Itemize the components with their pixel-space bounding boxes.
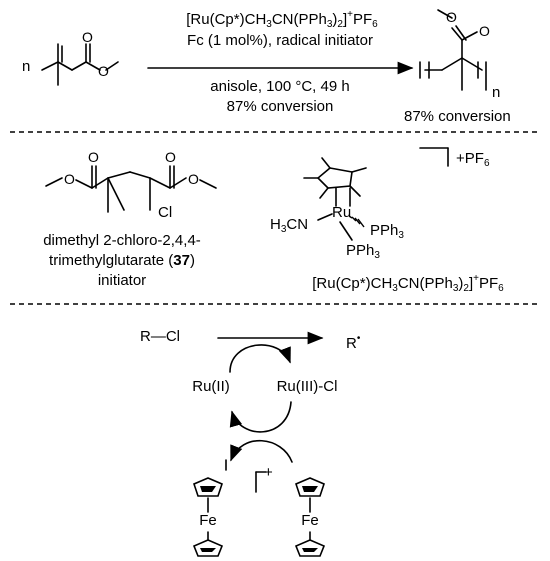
polymer-n-label: n: [492, 84, 501, 101]
ferrocene-structure: [294, 477, 326, 557]
pph3-ligand-b: PPh3: [346, 242, 380, 261]
ferrocenium-structure: [192, 477, 224, 557]
initiator-name-line2: trimethylglutarate (37): [49, 252, 195, 269]
radical-label: R•: [346, 333, 361, 352]
initiator-role: initiator: [97, 272, 147, 289]
initiator-cl-label: Cl: [158, 204, 173, 221]
initiator-structure: O O O O: [45, 149, 217, 213]
monomer-n-label: n: [22, 58, 31, 75]
polymer-structure: O O: [419, 9, 490, 91]
complex-formula: [Ru(Cp*)CH3CN(PPh3)2]+PF6: [312, 273, 504, 294]
svg-text:O: O: [64, 171, 75, 187]
h3ccn-ligand: H3CN: [270, 216, 309, 235]
svg-text:O: O: [446, 9, 457, 25]
ferrocenium-charge: +: [264, 464, 273, 481]
ru-complex-structure: [303, 147, 449, 241]
conversion-under-product: 87% conversion: [404, 108, 511, 125]
ru3-label: Ru(III)-Cl: [276, 378, 338, 395]
pph3-ligand-a: PPh3: [370, 222, 404, 241]
svg-text:O: O: [479, 23, 490, 39]
complex-charge: +PF6: [456, 150, 490, 169]
catalyst-formula-top: [Ru(Cp*)CH3CN(PPh3)2]+PF6: [186, 9, 378, 30]
rcl-label: R—Cl: [140, 328, 180, 345]
conditions-line: anisole, 100 °C, 49 h: [210, 78, 350, 95]
reagents-line: Fc (1 mol%), radical initiator: [187, 32, 373, 49]
svg-text:O: O: [88, 149, 99, 165]
ru2-label: Ru(II): [192, 378, 230, 395]
ru-center: Ru: [332, 204, 352, 221]
svg-text:O: O: [165, 149, 176, 165]
svg-text:O: O: [188, 171, 199, 187]
svg-text:O: O: [98, 63, 109, 79]
fe-right-label: Fe: [301, 512, 319, 529]
initiator-name-line1: dimethyl 2-chloro-2,4,4-: [43, 232, 201, 249]
monomer-structure: O O: [41, 29, 119, 86]
conversion-under-arrow: 87% conversion: [226, 98, 334, 115]
svg-text:O: O: [82, 29, 93, 45]
fe-left-label: Fe: [199, 512, 217, 529]
mechanism-graphics: [217, 331, 324, 493]
